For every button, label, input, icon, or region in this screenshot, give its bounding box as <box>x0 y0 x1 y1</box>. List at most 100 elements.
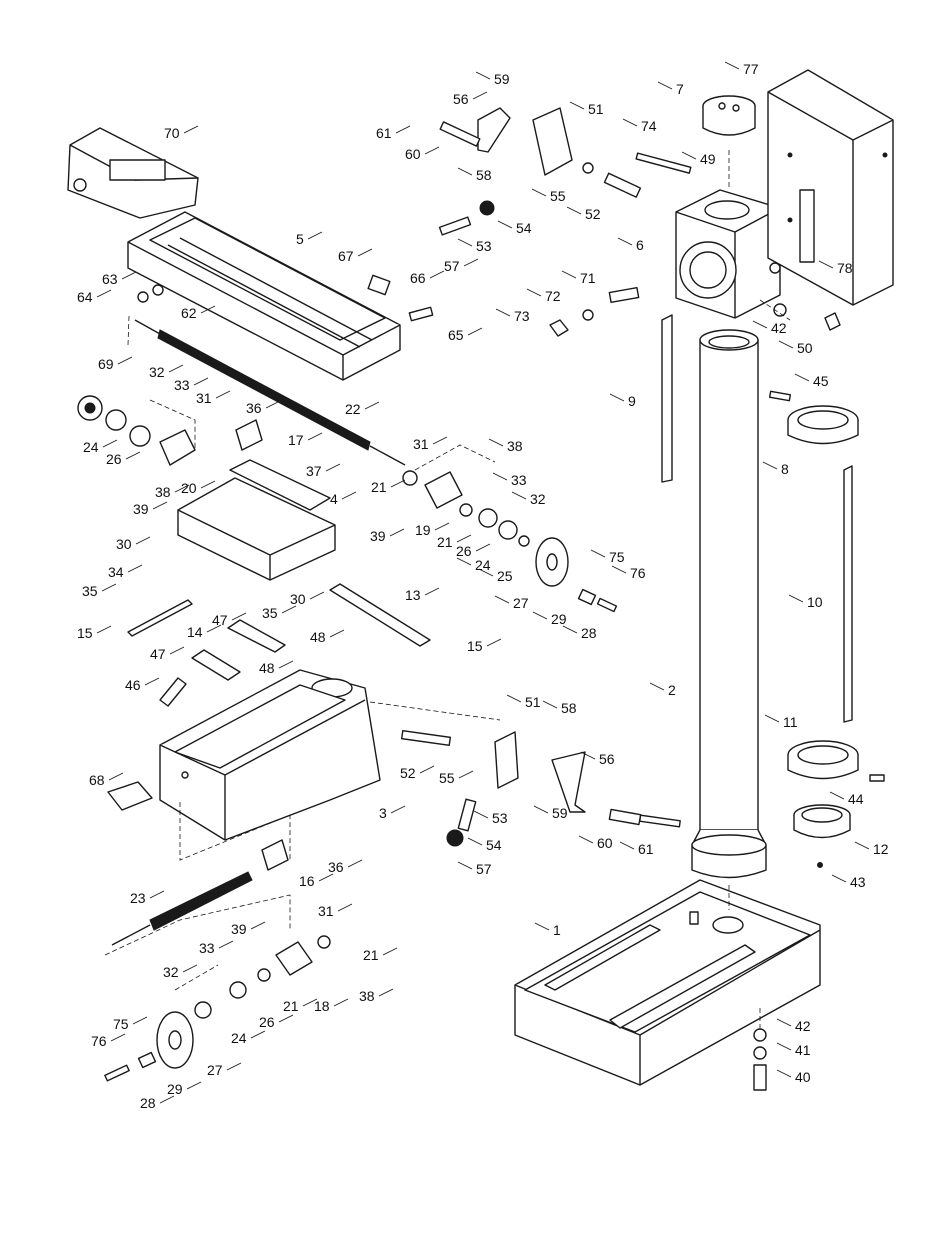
callout-39: 39 <box>370 528 386 544</box>
leader-63 <box>121 271 137 280</box>
leader-67 <box>357 248 373 257</box>
callout-30: 30 <box>116 536 132 552</box>
leader-27 <box>494 595 510 604</box>
leader-26 <box>475 543 491 552</box>
leader-38 <box>488 438 504 447</box>
leader-70 <box>183 125 199 134</box>
callout-66: 66 <box>410 270 426 286</box>
leader-38 <box>378 988 394 997</box>
callout-77: 77 <box>743 61 759 77</box>
leader-59 <box>475 71 491 80</box>
leader-21 <box>456 534 472 543</box>
callout-54: 54 <box>486 837 502 853</box>
leader-43 <box>831 874 847 883</box>
leader-37 <box>325 463 341 472</box>
callout-39: 39 <box>133 501 149 517</box>
callout-21: 21 <box>371 479 387 495</box>
leader-47 <box>169 646 185 655</box>
leader-16 <box>318 873 334 882</box>
callout-60: 60 <box>405 146 421 162</box>
leader-24 <box>456 557 472 566</box>
leader-22 <box>364 401 380 410</box>
callout-29: 29 <box>551 611 567 627</box>
leader-35 <box>281 605 297 614</box>
leader-53 <box>473 810 489 819</box>
leader-45 <box>794 373 810 382</box>
leader-30 <box>135 536 151 545</box>
leader-66 <box>429 270 445 279</box>
leader-20 <box>200 480 216 489</box>
leader-32 <box>511 491 527 500</box>
callout-54: 54 <box>516 220 532 236</box>
callout-30: 30 <box>290 591 306 607</box>
leader-33 <box>492 472 508 481</box>
leader-38 <box>174 484 190 493</box>
callout-67: 67 <box>338 248 354 264</box>
leader-2 <box>649 682 665 691</box>
callout-35: 35 <box>82 583 98 599</box>
leader-10 <box>788 594 804 603</box>
leader-59 <box>533 805 549 814</box>
callout-57: 57 <box>476 861 492 877</box>
leader-58 <box>542 700 558 709</box>
callout-33: 33 <box>174 377 190 393</box>
leader-9 <box>609 393 625 402</box>
callout-50: 50 <box>797 340 813 356</box>
callout-47: 47 <box>212 612 228 628</box>
work-table <box>127 211 401 381</box>
leader-39 <box>152 501 168 510</box>
callout-53: 53 <box>476 238 492 254</box>
leader-lines <box>96 61 870 1104</box>
leader-78 <box>818 260 834 269</box>
callout-47: 47 <box>150 646 166 662</box>
callout-38: 38 <box>155 484 171 500</box>
leader-26 <box>278 1014 294 1023</box>
leader-35 <box>101 583 117 592</box>
callout-78: 78 <box>837 260 853 276</box>
leader-42 <box>752 320 768 329</box>
leader-58 <box>457 167 473 176</box>
callout-27: 27 <box>207 1062 223 1078</box>
callout-58: 58 <box>561 700 577 716</box>
callout-21: 21 <box>283 998 299 1014</box>
callout-51: 51 <box>588 101 604 117</box>
leader-61 <box>395 125 411 134</box>
leader-15 <box>96 625 112 634</box>
callout-76: 76 <box>630 565 646 581</box>
leader-14 <box>206 624 222 633</box>
leader-17 <box>307 432 323 441</box>
callout-18: 18 <box>314 998 330 1014</box>
callout-42: 42 <box>771 320 787 336</box>
callout-26: 26 <box>259 1014 275 1030</box>
leader-29 <box>186 1081 202 1090</box>
callout-32: 32 <box>163 964 179 980</box>
callout-12: 12 <box>873 841 889 857</box>
callout-33: 33 <box>199 940 215 956</box>
callout-40: 40 <box>795 1069 811 1085</box>
callout-69: 69 <box>98 356 114 372</box>
head-cap <box>702 95 756 136</box>
callout-60: 60 <box>597 835 613 851</box>
leader-77 <box>724 61 740 70</box>
leader-76 <box>611 565 627 574</box>
callout-73: 73 <box>514 308 530 324</box>
leader-29 <box>532 611 548 620</box>
leader-61 <box>619 841 635 850</box>
leader-33 <box>193 377 209 386</box>
leader-75 <box>590 549 606 558</box>
leader-40 <box>776 1069 792 1078</box>
leader-21 <box>390 479 406 488</box>
leader-42 <box>776 1018 792 1027</box>
leader-55 <box>458 770 474 779</box>
leader-52 <box>566 206 582 215</box>
callout-70: 70 <box>164 125 180 141</box>
knee-casting <box>159 669 381 841</box>
callout-74: 74 <box>641 118 657 134</box>
leader-31 <box>337 903 353 912</box>
callout-34: 34 <box>108 564 124 580</box>
leader-64 <box>96 289 112 298</box>
leader-57 <box>457 861 473 870</box>
leader-3 <box>390 805 406 814</box>
leader-69 <box>117 356 133 365</box>
leader-56 <box>472 91 488 100</box>
